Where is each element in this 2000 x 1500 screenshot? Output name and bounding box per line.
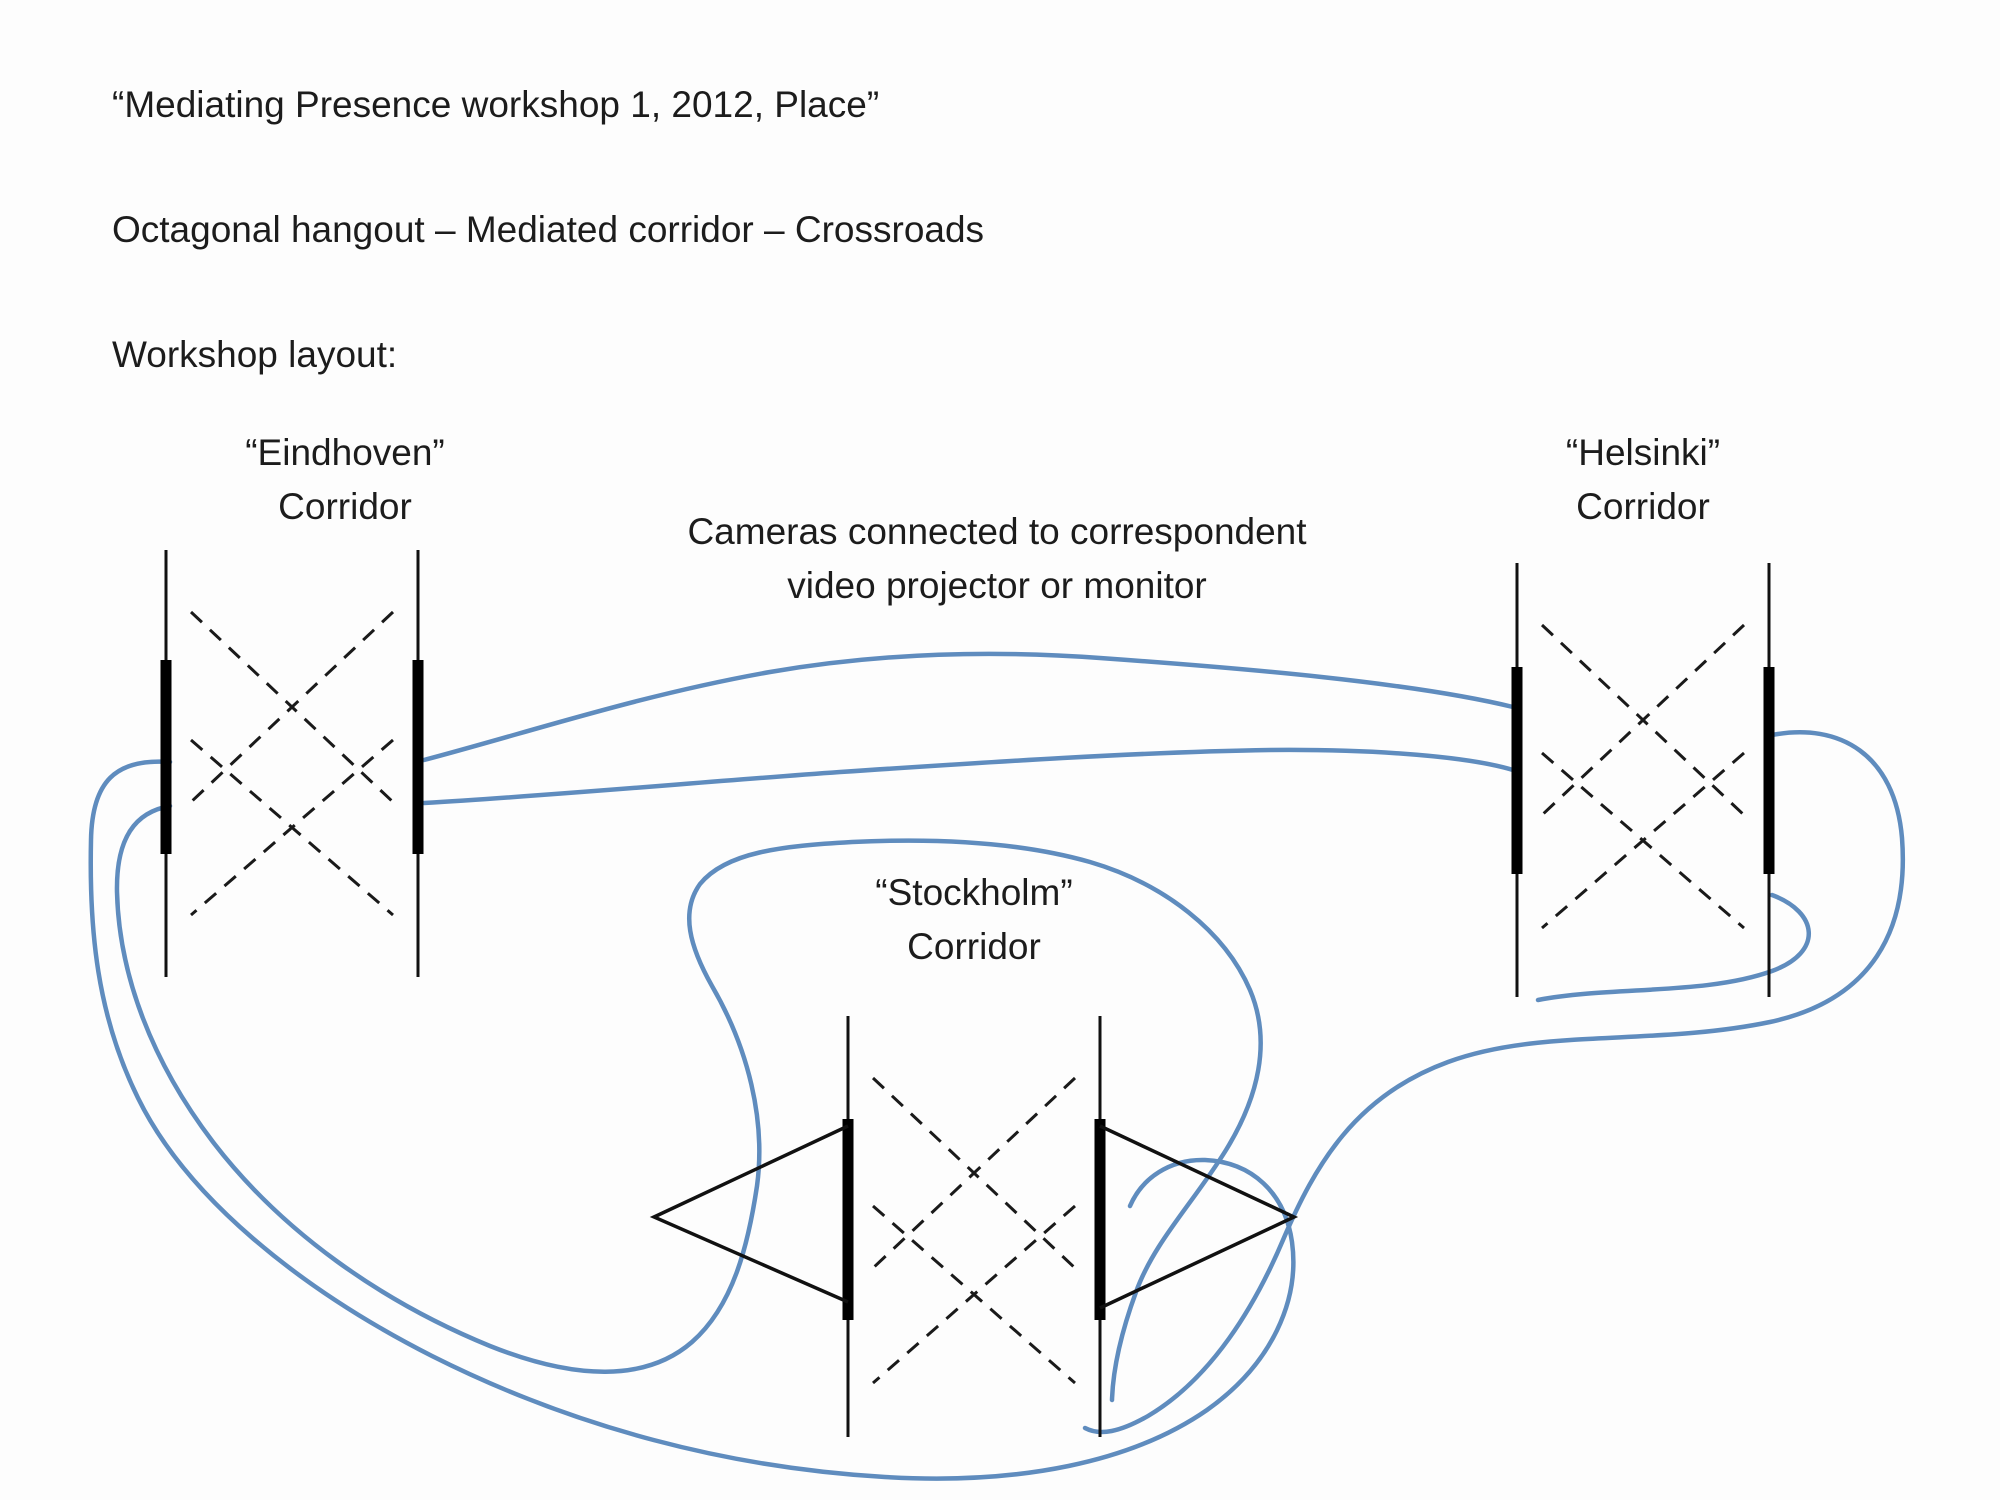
eindhoven-corridor-label: “Eindhoven” Corridor [180,426,510,533]
stockholm-corridor-type: Corridor [907,925,1041,967]
helsinki-camera-sightlines [1540,623,1746,930]
helsinki-corridor-type: Corridor [1576,485,1710,527]
helsinki-corridor-diagram [1511,563,1775,997]
page-subtitle: Octagonal hangout – Mediated corridor – … [112,209,985,250]
stockholm-corridor-name: “Stockholm” [875,872,1073,913]
cameras-annotation-line1: Cameras connected to correspondent [687,511,1307,552]
connection-line-helsinki-inner-loop [1535,892,1811,1003]
connection-line-helsinki-stockholm [1082,730,1906,1435]
helsinki-corridor-label: “Helsinki” Corridor [1478,426,1808,533]
connection-line-eindhoven-stockholm-inner [114,803,1263,1403]
eindhoven-corridor-type: Corridor [278,485,412,527]
page-title: “Mediating Presence workshop 1, 2012, Pl… [112,84,880,125]
stockholm-right-triangle [1099,1124,1299,1310]
layout-heading: Workshop layout: [112,334,398,375]
connection-line-eindhoven-stockholm-outer [88,759,1296,1481]
connection-line-eindhoven-helsinki-lower [421,747,1516,806]
stockholm-corridor-diagram [649,1016,1299,1437]
eindhoven-camera-sightlines [189,610,395,917]
connection-lines [88,651,1906,1481]
connection-line-eindhoven-helsinki-upper [421,651,1516,763]
cameras-annotation: Cameras connected to correspondent video… [597,505,1397,612]
cameras-annotation-line2: video projector or monitor [787,564,1207,606]
eindhoven-corridor-diagram [160,550,424,977]
eindhoven-corridor-name: “Eindhoven” [245,432,445,473]
helsinki-corridor-name: “Helsinki” [1565,432,1721,473]
stockholm-camera-sightlines [871,1076,1077,1385]
stockholm-left-triangle [649,1124,849,1304]
stockholm-corridor-label: “Stockholm” Corridor [794,866,1154,973]
